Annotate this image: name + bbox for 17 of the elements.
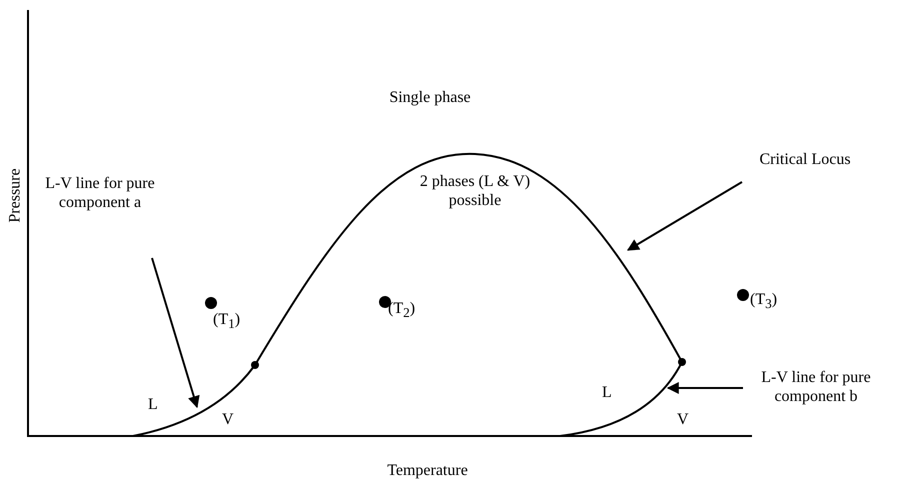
callout-text: L-V line for pure component a	[40, 174, 160, 212]
region-label: 2 phases (L & V) possible	[418, 172, 532, 210]
axis-title: Temperature	[386, 461, 469, 480]
leader-arrow	[151, 258, 200, 408]
phase-label: L	[148, 395, 158, 414]
leader-arrow	[626, 181, 743, 251]
state-label: (T$_{1}$)	[213, 310, 240, 334]
callout-text: L-V line for pure component b	[746, 368, 886, 406]
callout-text: Critical Locus	[750, 150, 860, 169]
axis-title: Pressure	[6, 167, 24, 225]
phase-label: V	[222, 410, 234, 429]
leader-arrow	[666, 382, 743, 394]
phase-label: L	[602, 383, 612, 402]
region-label: Single phase	[388, 88, 472, 107]
phase-label: V	[677, 410, 689, 429]
state-label: (T$_{3}$)	[750, 290, 778, 314]
state-label: (T$_{2}$)	[388, 299, 416, 322]
